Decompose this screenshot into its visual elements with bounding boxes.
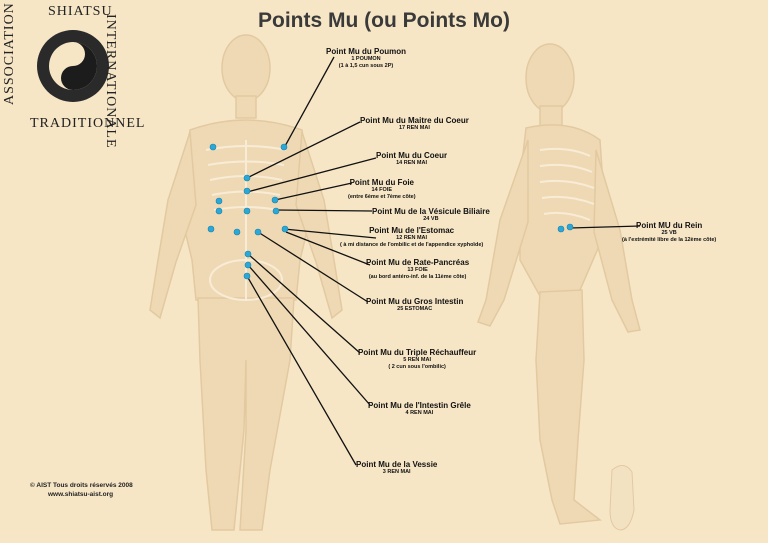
point-dot xyxy=(207,225,215,233)
point-dot xyxy=(243,272,251,280)
acupoints xyxy=(207,143,574,280)
leader-line xyxy=(246,275,357,466)
logo-emblem xyxy=(37,30,109,102)
label-point-rate-pancreas: Point Mu de Rate-Pancréas 13 FOIE (au bo… xyxy=(366,258,470,280)
label-point-triple-rechauffeur: Point Mu du Triple Réchauffeur 5 REN MAI… xyxy=(358,348,477,370)
point-dot xyxy=(215,197,223,205)
label-point-vessie: Point Mu de la Vessie 3 REN MAI xyxy=(356,460,438,475)
leader-lines xyxy=(246,56,641,466)
point-dot xyxy=(244,250,252,258)
leader-line xyxy=(283,228,377,239)
point-dot xyxy=(233,228,241,236)
leader-line xyxy=(274,182,353,201)
label-point-maitre-coeur: Point Mu du Maitre du Coeur 17 REN MAI xyxy=(360,116,469,131)
point-dot xyxy=(557,225,565,233)
label-point-poumon: Point Mu du Poumon 1 POUMON (1 à 1,5 cun… xyxy=(326,47,406,69)
point-dot xyxy=(209,143,217,151)
point-dot xyxy=(254,228,262,236)
leader-line xyxy=(246,157,377,193)
logo-text-left: ASSOCIATION xyxy=(2,2,17,105)
point-dot xyxy=(215,207,223,215)
leader-line xyxy=(247,264,371,406)
point-dot xyxy=(566,223,574,231)
label-point-rein: Point MU du Rein 25 VB (à l'extrémité li… xyxy=(622,221,717,243)
leader-line xyxy=(246,121,361,179)
leader-line xyxy=(283,56,335,149)
label-point-estomac: Point Mu de l'Estomac 12 REN MAI ( à mi … xyxy=(340,226,484,248)
side-skeleton xyxy=(539,147,595,221)
side-body-figure xyxy=(477,43,641,525)
copyright-text: AIST Tous droits réservés 2008 xyxy=(36,482,133,489)
point-dot xyxy=(281,225,289,233)
point-dot xyxy=(271,196,279,204)
label-point-vesicule-biliaire: Point Mu de la Vésicule Biliaire 24 VB xyxy=(372,207,490,222)
copyright-notice: © AIST Tous droits réservés 2008 www.shi… xyxy=(30,481,133,499)
logo-text-top: SHIATSU xyxy=(48,4,113,19)
point-dot xyxy=(272,207,280,215)
label-point-intestin-grele: Point Mu de l'Intestin Grêle 4 REN MAI xyxy=(368,401,471,416)
point-dot xyxy=(243,187,251,195)
label-point-foie: Point Mu du Foie 14 FOIE (entre 6ème et … xyxy=(348,178,416,200)
leader-line xyxy=(257,231,369,303)
leader-line xyxy=(285,231,371,266)
leader-line xyxy=(275,209,373,212)
point-dot xyxy=(243,174,251,182)
leader-line xyxy=(247,253,361,354)
point-dot xyxy=(244,261,252,269)
point-dot xyxy=(243,207,251,215)
page-title: Points Mu (ou Points Mo) xyxy=(258,9,510,32)
label-point-gros-intestin: Point Mu du Gros Intestin 25 ESTOMAC xyxy=(366,297,464,312)
point-dot xyxy=(280,143,288,151)
footprint-figure xyxy=(609,465,635,531)
leader-line xyxy=(569,225,641,229)
logo-text-bottom: TRADITIONNEL xyxy=(30,116,146,131)
copyright-icon: © xyxy=(30,482,35,489)
website-link[interactable]: www.shiatsu-aist.org xyxy=(48,491,114,498)
label-point-coeur: Point Mu du Coeur 14 REN MAI xyxy=(376,151,448,166)
